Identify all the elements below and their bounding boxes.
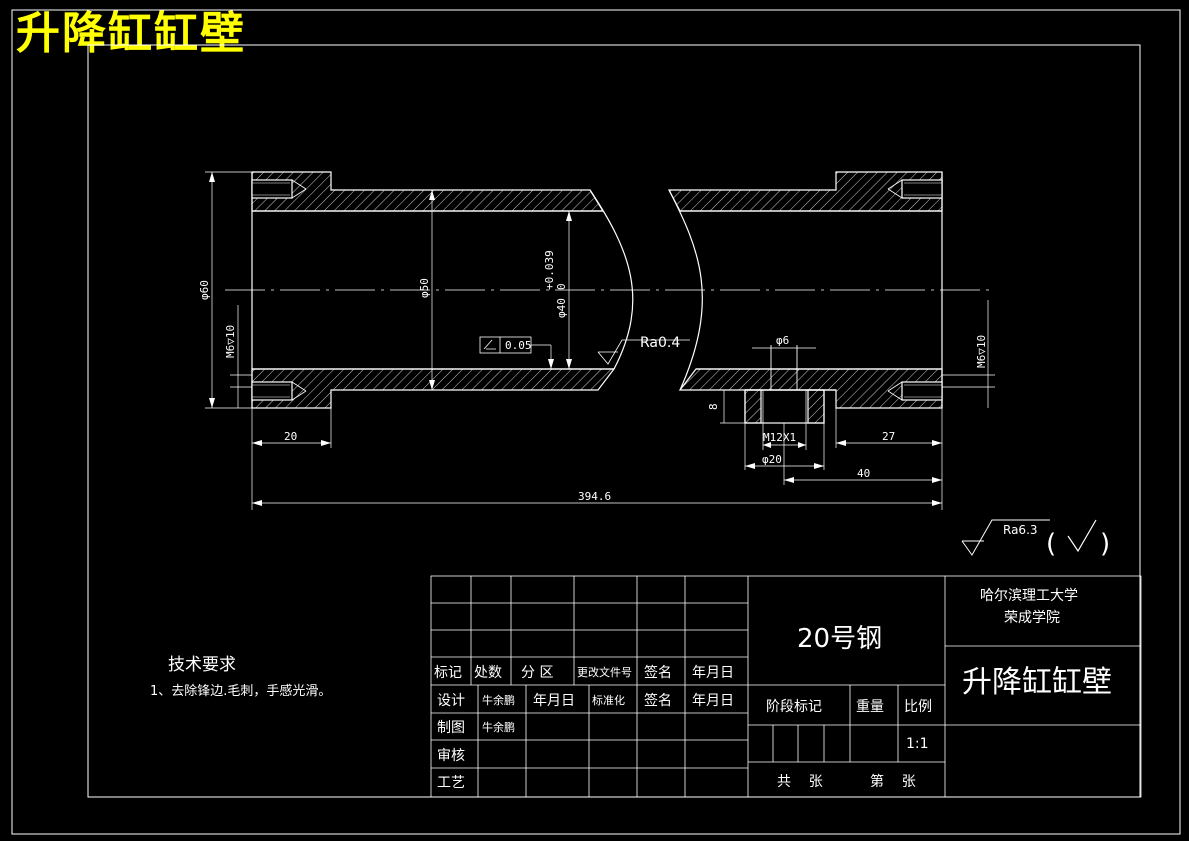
dim-total-len: 394.6 (578, 490, 611, 503)
dimension-arrows (209, 172, 942, 506)
runout-value: 0.05 (505, 339, 532, 352)
tb-drafter: 牛余鹏 (482, 720, 515, 734)
tb-total-sheets: 共 张 (777, 774, 823, 790)
tb-h-count: 处数 (474, 665, 502, 681)
dim-left-len: 20 (284, 430, 297, 443)
dim-thread-left: M6▽10 (224, 325, 237, 358)
tb-date2: 年月日 (692, 693, 734, 709)
runout-icon (483, 339, 496, 350)
tb-draw: 制图 (437, 720, 465, 736)
runout-frame (479, 336, 532, 354)
tb-design-date: 年月日 (533, 693, 575, 709)
dim-inner-tol-lower: 0 (555, 283, 568, 290)
tech-req-item1: 1、去除锋边.毛刺，手感光滑。 (150, 683, 331, 699)
cylinder-left-section (251, 171, 634, 409)
dim-port-thread: M12X1 (763, 431, 796, 444)
dim-inner-tol-upper: +0.039 (543, 250, 556, 290)
title-block-grid (430, 575, 1142, 798)
tb-process: 工艺 (437, 775, 465, 791)
dim-outer-dia: φ60 (198, 280, 211, 300)
cylinder-right-section (668, 171, 943, 424)
sheet-outer-frame (11, 9, 1181, 835)
tb-scale: 1:1 (906, 736, 929, 752)
roughness-paren-close: ) (1100, 529, 1110, 559)
roughness-paren-open: ( (1046, 529, 1056, 559)
roughness-symbol-general (961, 519, 1050, 556)
tb-designer: 牛余鹏 (482, 693, 515, 707)
dim-port-dia: φ20 (762, 453, 782, 466)
tb-school-line2: 荣成学院 (1004, 610, 1060, 626)
tb-weight: 重量 (856, 699, 884, 715)
tb-h-doc: 更改文件号 (577, 665, 632, 679)
tb-stage: 阶段标记 (766, 699, 822, 715)
tb-sign2: 签名 (644, 692, 672, 709)
tb-scale-label: 比例 (904, 699, 932, 715)
roughness-inner-label: Ra0.4 (640, 335, 680, 351)
drawing-title: 升降缸缸壁 (16, 8, 246, 59)
tb-check: 审核 (437, 748, 465, 764)
dim-right-len: 27 (882, 430, 895, 443)
dimension-lines (205, 171, 995, 510)
dim-inner-dia: φ40 (555, 298, 568, 318)
tb-design: 设计 (437, 693, 465, 709)
tb-standard: 标准化 (592, 693, 625, 707)
dim-port-pos: 40 (857, 467, 870, 480)
tb-school-line1: 哈尔滨理工大学 (980, 588, 1078, 604)
dim-hole-dia: φ6 (776, 334, 789, 347)
dim-thread-right: M6▽10 (975, 335, 988, 368)
tb-h-mark: 标记 (434, 665, 462, 681)
tb-h-sign: 签名 (644, 664, 672, 681)
tb-part-name: 升降缸缸壁 (962, 665, 1112, 700)
tb-sheet-no: 第 张 (870, 773, 916, 790)
dim-bore-dia: φ50 (418, 278, 431, 298)
tb-material: 20号钢 (797, 624, 882, 654)
roughness-general-label: Ra6.3 (1003, 523, 1038, 537)
tb-h-date: 年月日 (692, 665, 734, 681)
dim-port-depth: 8 (707, 403, 720, 410)
roughness-basic-icon (1067, 519, 1097, 553)
tech-req-heading: 技术要求 (168, 655, 236, 675)
tb-h-zone: 分 区 (521, 665, 553, 681)
